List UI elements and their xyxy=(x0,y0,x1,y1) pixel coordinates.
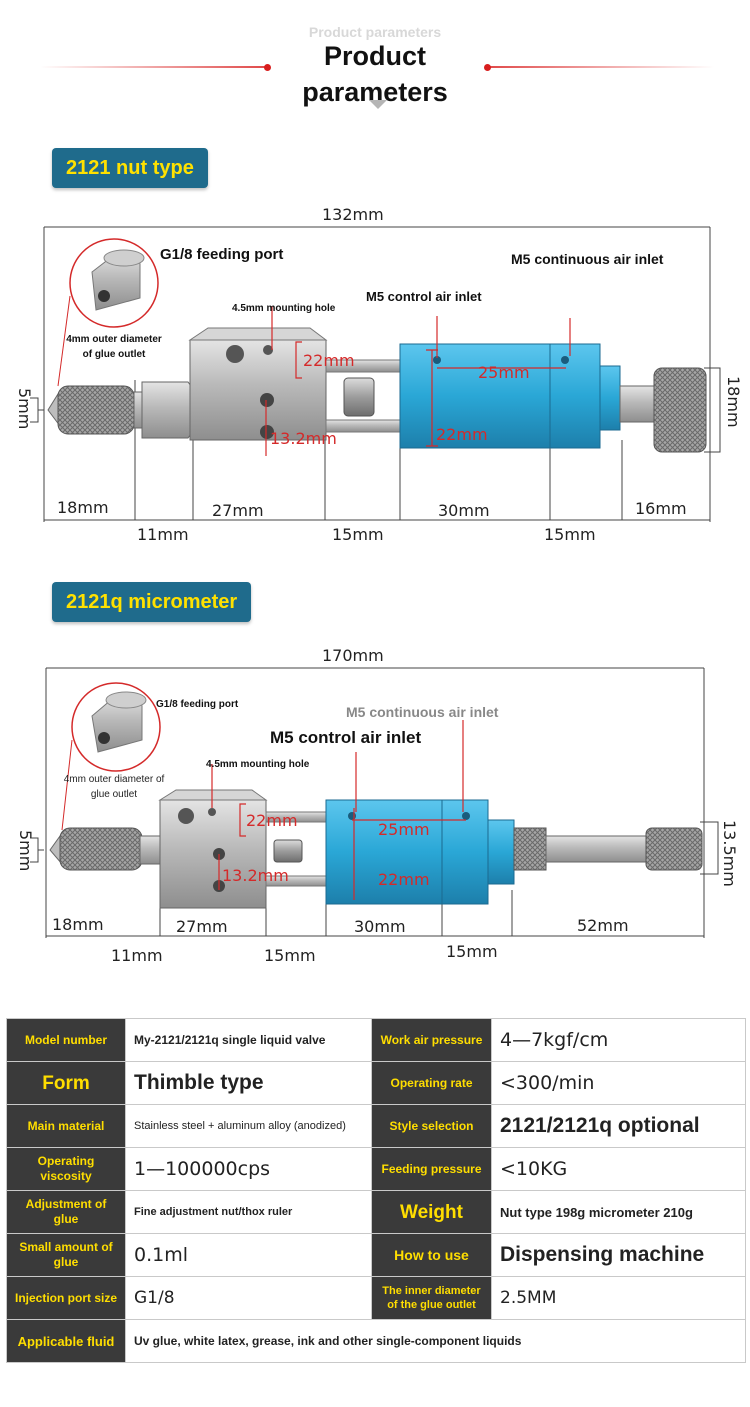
spec-table: Model number My-2121/2121q single liquid… xyxy=(6,1018,746,1363)
spec-key: Feeding pressure xyxy=(371,1147,492,1191)
label-glue-outlet: 4mm outer diameter of glue outlet xyxy=(63,774,165,800)
dim-total: 132mm xyxy=(322,205,384,224)
spec-value: <10KG xyxy=(491,1147,746,1191)
micrometer-thimble xyxy=(645,827,703,871)
micrometer-diagram: 170mm 5mm 13.5mm 22mm 13.2mm 22mm 25mm 1… xyxy=(16,646,739,965)
table-row: Model number My-2121/2121q single liquid… xyxy=(6,1018,746,1062)
header-pointer-icon xyxy=(369,100,387,109)
dim-hole-spacing: 13.2mm xyxy=(270,429,337,448)
spec-key: Work air pressure xyxy=(371,1018,492,1062)
dim-seg-15b: 15mm xyxy=(446,942,498,961)
header-dot-right xyxy=(484,63,491,71)
table-row: Applicable fluid Uv glue, white latex, g… xyxy=(6,1319,746,1363)
dim-port-spacing: 25mm xyxy=(478,363,530,382)
hex-fitting xyxy=(141,381,195,439)
nut-type-diagram: 132mm 5mm 18mm 22mm 13.2mm 22mm 25mm 18m… xyxy=(15,205,743,544)
table-row: Operating viscosity 1—100000cps Feeding … xyxy=(6,1147,746,1191)
spec-value: 0.1ml xyxy=(125,1233,372,1277)
spec-key: Small amount of glue xyxy=(6,1233,126,1277)
dim-left-height: 5mm xyxy=(15,388,34,429)
header-dot-left xyxy=(264,63,271,71)
micrometer-lock-nut xyxy=(513,827,547,871)
spec-key: Injection port size xyxy=(6,1276,126,1320)
header-ghost-title: Product parameters xyxy=(308,24,442,40)
spec-key: Operating rate xyxy=(371,1061,492,1105)
dim-seg-52: 52mm xyxy=(577,916,629,935)
dim-hole-spacing: 13.2mm xyxy=(222,866,289,885)
dim-seg-15a: 15mm xyxy=(264,946,316,965)
dim-total: 170mm xyxy=(322,646,384,665)
spec-value: <300/min xyxy=(491,1061,746,1105)
spec-key: Weight xyxy=(371,1190,492,1234)
header-line-right xyxy=(486,66,714,68)
table-row: Injection port size G1/8 The inner diame… xyxy=(6,1276,746,1320)
dim-body-height: 22mm xyxy=(378,870,430,889)
spec-key: How to use xyxy=(371,1233,492,1277)
label-mounting-hole: 4.5mm mounting hole xyxy=(232,303,336,314)
dim-port-spacing: 25mm xyxy=(378,820,430,839)
label-control-air: M5 control air inlet xyxy=(366,289,482,304)
section-badge-micrometer: 2121q micrometer xyxy=(52,582,252,622)
dim-block-top: 22mm xyxy=(246,811,298,830)
spec-key: Style selection xyxy=(371,1104,492,1148)
label-feeding-port: G1/8 feeding port xyxy=(160,246,283,263)
dim-left-height: 5mm xyxy=(16,830,35,871)
label-continuous-air: M5 continuous air inlet xyxy=(346,704,499,720)
label-feeding-port: G1/8 feeding port xyxy=(156,699,239,710)
dim-seg-11: 11mm xyxy=(111,946,163,965)
dim-seg-16: 16mm xyxy=(635,499,687,518)
dim-right-height: 18mm xyxy=(724,376,743,428)
dim-seg-15b: 15mm xyxy=(544,525,596,544)
dim-body-height: 22mm xyxy=(436,425,488,444)
section-badge-nut-type: 2121 nut type xyxy=(52,148,208,188)
label-control-air: M5 control air inlet xyxy=(270,728,421,747)
spec-value: Dispensing machine xyxy=(491,1233,746,1277)
adjust-nut xyxy=(653,367,707,453)
dim-seg-11: 11mm xyxy=(137,525,189,544)
table-row: Adjustment of glue Fine adjustment nut/t… xyxy=(6,1190,746,1234)
spec-value: G1/8 xyxy=(125,1276,372,1320)
table-row: Main material Stainless steel + aluminum… xyxy=(6,1104,746,1148)
spec-key: Model number xyxy=(6,1018,126,1062)
label-glue-outlet: 4mm outer diameter of glue outlet xyxy=(66,334,162,360)
dim-seg-27: 27mm xyxy=(212,501,264,520)
label-continuous-air: M5 continuous air inlet xyxy=(511,251,664,267)
spec-value: 2.5MM xyxy=(491,1276,746,1320)
spec-value: Thimble type xyxy=(125,1061,372,1105)
spec-key: Form xyxy=(6,1061,126,1105)
dimension-frame xyxy=(30,226,721,522)
micrometer-sleeve xyxy=(545,835,647,863)
dim-seg-18: 18mm xyxy=(52,915,104,934)
blue-cylinder-body xyxy=(399,343,551,449)
spec-value: 1—100000cps xyxy=(125,1147,372,1191)
table-row: Form Thimble type Operating rate <300/mi… xyxy=(6,1061,746,1105)
spec-key: Adjustment of glue xyxy=(6,1190,126,1234)
dim-seg-15a: 15mm xyxy=(332,525,384,544)
dim-block-top: 22mm xyxy=(303,351,355,370)
dim-seg-27: 27mm xyxy=(176,917,228,936)
dim-seg-18: 18mm xyxy=(57,498,109,517)
spec-value: Uv glue, white latex, grease, ink and ot… xyxy=(125,1319,746,1363)
dim-right-height: 13.5mm xyxy=(720,820,739,887)
spec-value: My-2121/2121q single liquid valve xyxy=(125,1018,372,1062)
table-row: Small amount of glue 0.1ml How to use Di… xyxy=(6,1233,746,1277)
spec-value: Stainless steel + aluminum alloy (anodiz… xyxy=(125,1104,372,1148)
spec-key: Main material xyxy=(6,1104,126,1148)
spec-value: 2121/2121q optional xyxy=(491,1104,746,1148)
spec-value: Nut type 198g micrometer 210g xyxy=(491,1190,746,1234)
knurled-nozzle-nut xyxy=(57,385,135,435)
label-mounting-hole: 4.5mm mounting hole xyxy=(206,759,310,770)
spec-value: 4—7kgf/cm xyxy=(491,1018,746,1062)
dim-seg-30: 30mm xyxy=(438,501,490,520)
spec-key: Operating viscosity xyxy=(6,1147,126,1191)
header-line-left xyxy=(40,66,268,68)
spec-key: The inner diameter of the glue outlet xyxy=(371,1276,492,1320)
spec-value: Fine adjustment nut/thox ruler xyxy=(125,1190,372,1234)
spec-key: Applicable fluid xyxy=(6,1319,126,1363)
dim-seg-30: 30mm xyxy=(354,917,406,936)
